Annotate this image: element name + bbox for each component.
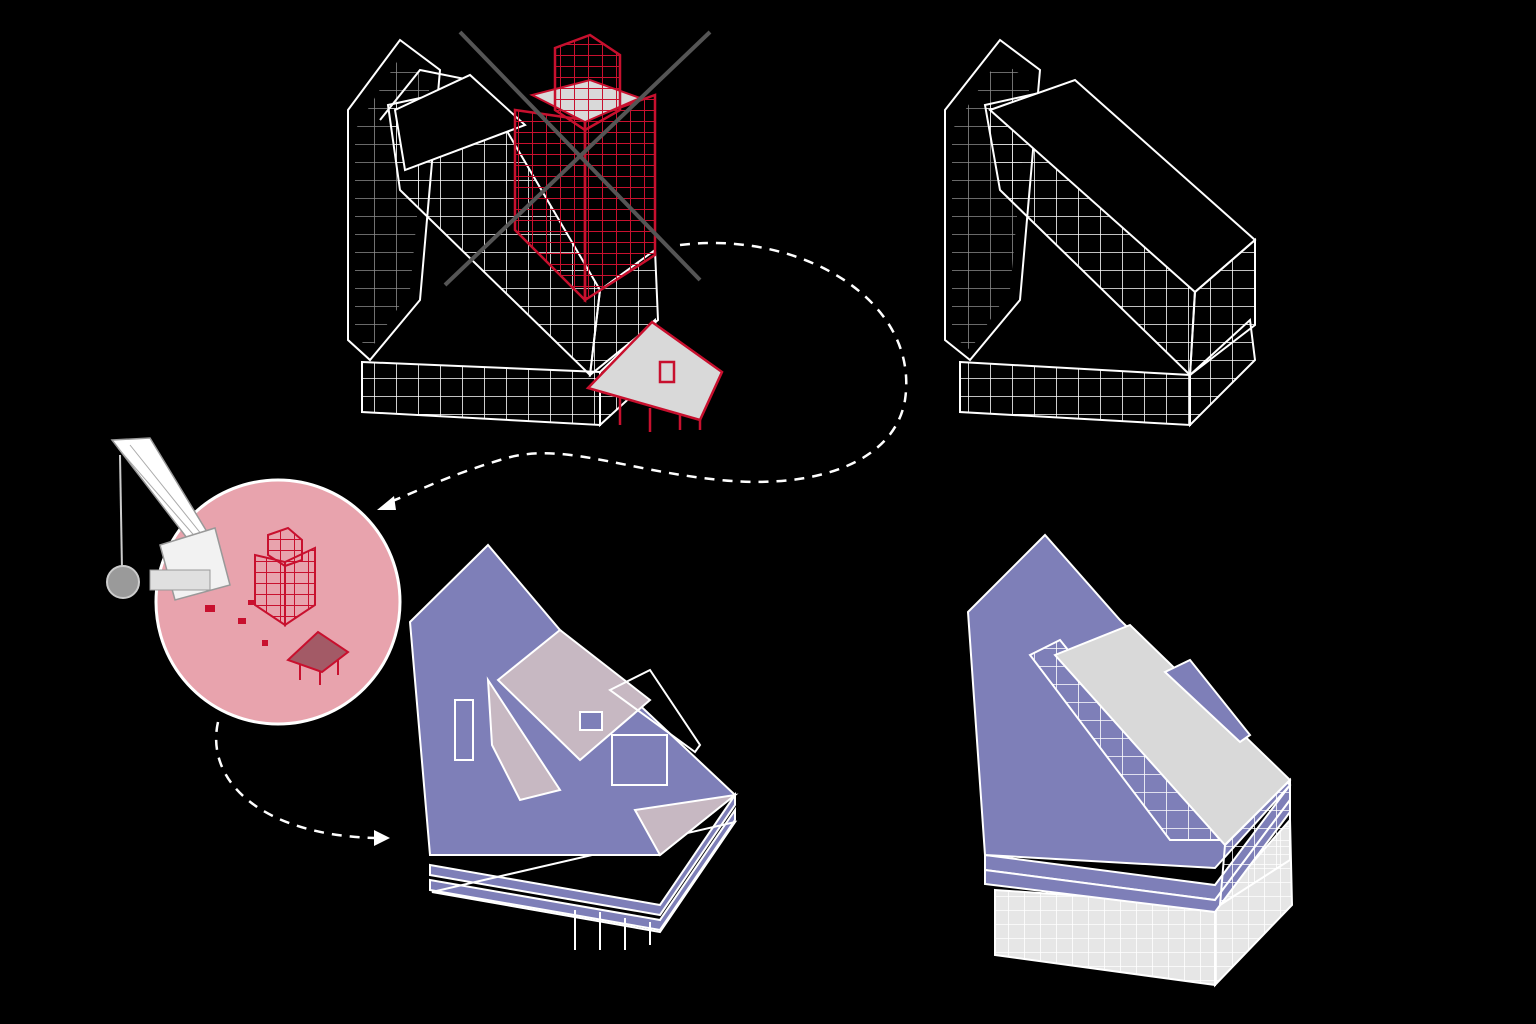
podium-top — [408, 543, 739, 857]
stage-existing-building — [347, 30, 724, 432]
flow-arrow-to-demolition — [377, 241, 908, 510]
remaining-podium — [959, 317, 1257, 428]
stage-completed-building — [966, 533, 1294, 988]
remaining-slab — [983, 78, 1257, 378]
debris-pieces — [205, 600, 268, 646]
stage-after-removal — [944, 38, 1257, 428]
stage-new-podium — [408, 543, 739, 950]
pavilion-to-remove — [585, 320, 724, 432]
podium-layers — [429, 791, 738, 950]
completed-slab — [1028, 623, 1292, 907]
wrecking-ball-icon — [106, 565, 140, 599]
removal-cross-icon — [443, 30, 712, 287]
tower-to-remove — [513, 33, 657, 304]
demolition-crane-icon — [110, 437, 231, 601]
demolished-tower — [254, 526, 316, 627]
existing-slab — [386, 73, 660, 378]
flow-arrow-to-new-podium — [215, 721, 390, 846]
demolished-pavilion — [286, 630, 350, 685]
